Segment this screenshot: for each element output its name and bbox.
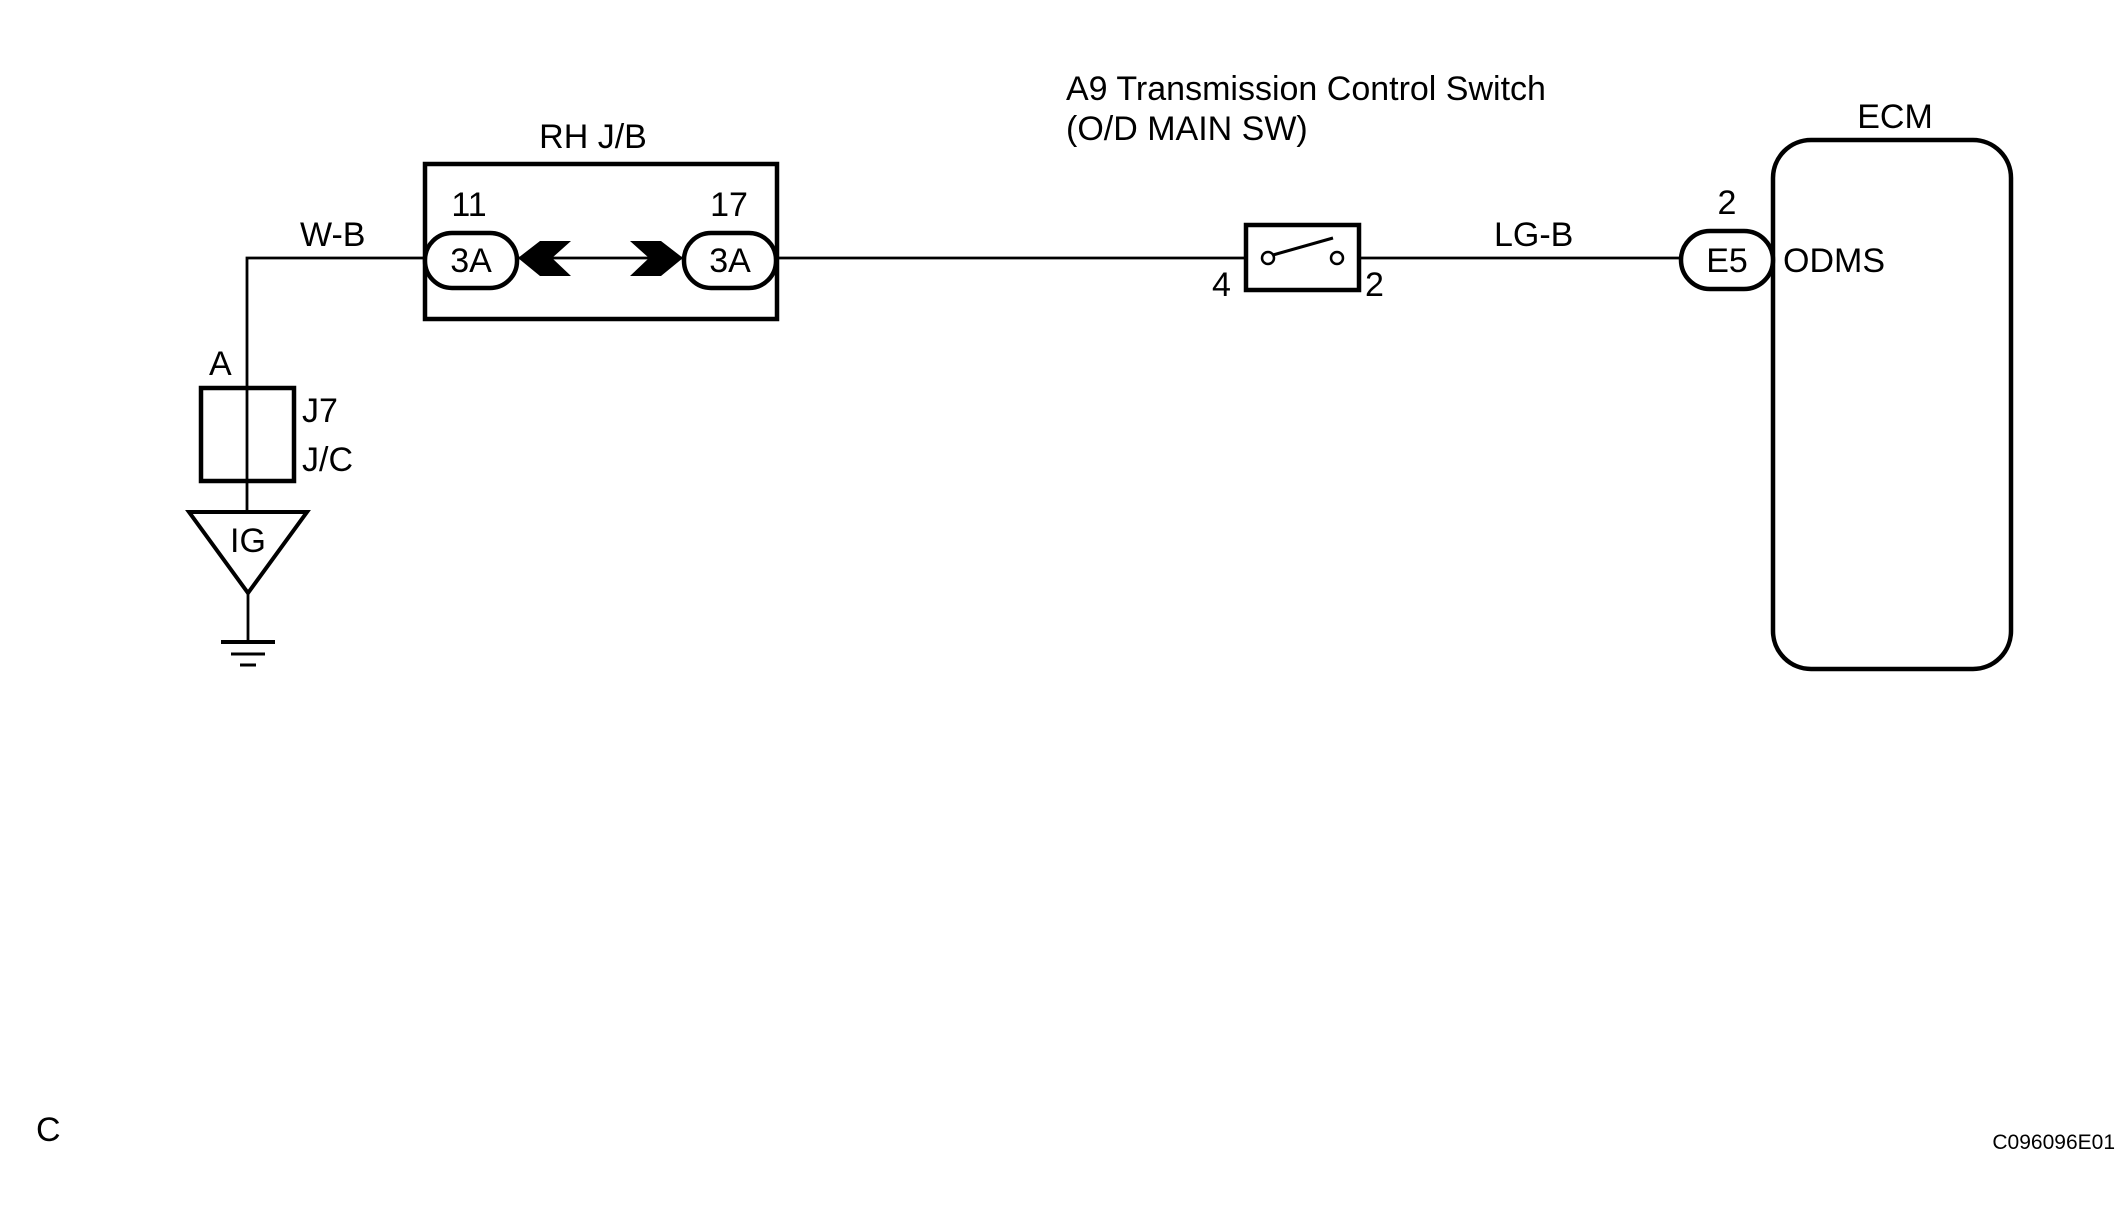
left-ground-branch: W-B A J7 J/C IG — [185, 216, 425, 667]
connector-3a-right-label: 3A — [709, 242, 751, 280]
switch-title-line1: A9 Transmission Control Switch — [1066, 70, 1546, 108]
switch-pin-right: 2 — [1365, 266, 1384, 304]
wire-color-lg-b: LG-B — [1494, 216, 1573, 254]
figure-code: C096096E01 — [1992, 1131, 2115, 1154]
corner-letter: C — [36, 1111, 61, 1149]
switch-blade-icon — [1272, 236, 1334, 257]
connector-e5 — [1678, 228, 1776, 292]
connector-3a-left — [422, 230, 520, 291]
junction-point-label: A — [209, 345, 232, 383]
connector-e5-label: E5 — [1706, 242, 1748, 280]
switch-pin-left: 4 — [1212, 266, 1231, 304]
switch-title-line2: (O/D MAIN SW) — [1066, 110, 1308, 148]
ecm-module: ECM 2 E5 ODMS — [1678, 98, 2014, 672]
connector-3a-left-label: 3A — [450, 242, 492, 280]
ig-label: IG — [230, 522, 266, 560]
junction-block-title: RH J/B — [539, 118, 647, 156]
connector-3a-right — [681, 230, 779, 291]
wire-color-w-b: W-B — [300, 216, 365, 254]
chevron-left-icon — [518, 241, 571, 276]
switch-contact-right-icon — [1329, 250, 1345, 266]
junction-connector-code: J7 — [302, 392, 338, 430]
ecm-pin: 2 — [1718, 184, 1737, 222]
ecm-box — [1770, 137, 2014, 672]
switch-contact-left-icon — [1260, 250, 1276, 266]
junction-block-right-pin: 17 — [710, 186, 748, 224]
ecm-terminal-odms: ODMS — [1783, 242, 1885, 280]
transmission-control-switch: A9 Transmission Control Switch (O/D MAIN… — [1066, 70, 1546, 304]
rh-junction-block: RH J/B 11 17 3A 3A — [422, 118, 780, 322]
junction-block-left-pin: 11 — [451, 186, 486, 224]
ecm-title: ECM — [1857, 98, 1933, 136]
ig-triangle-symbol — [185, 510, 311, 597]
ground-icon — [221, 593, 275, 667]
junction-connector-type: J/C — [302, 441, 353, 479]
chevron-right-icon — [630, 241, 683, 276]
